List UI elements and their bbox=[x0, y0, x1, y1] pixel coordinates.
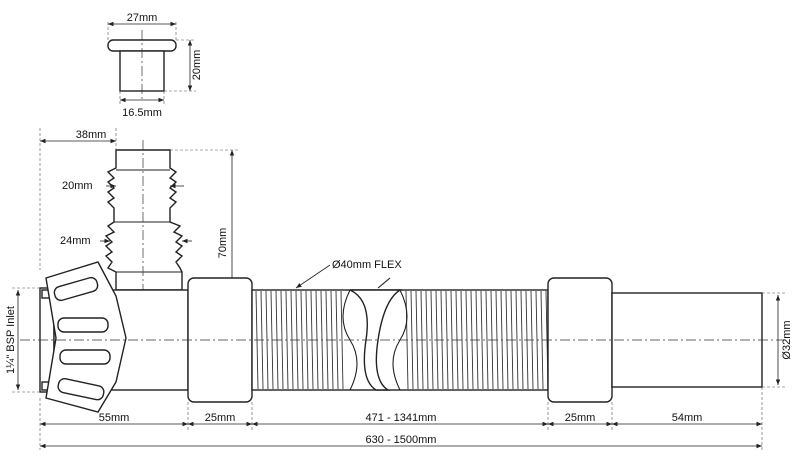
hose-rib bbox=[305, 290, 309, 390]
seg-flex-label: 471 - 1341mm bbox=[366, 412, 437, 424]
outlet-annotation: Ø32mm bbox=[762, 292, 793, 388]
hose-rib bbox=[430, 290, 434, 390]
spigot-20-label: 20mm bbox=[62, 180, 93, 192]
flex-label: Ø40mm FLEX bbox=[332, 259, 402, 271]
hose-rib bbox=[340, 290, 344, 390]
total-length-label: 630 - 1500mm bbox=[366, 434, 437, 446]
seg-55-label: 55mm bbox=[99, 412, 130, 424]
length-dimensions: 55mm 25mm 471 - 1341mm 25mm 54mm 630 - 1… bbox=[39, 387, 763, 450]
hose-rib bbox=[515, 290, 519, 390]
inlet-label: 1¼" BSP Inlet bbox=[5, 306, 17, 374]
cap-dimensions: 27mm 20mm 16.5mm bbox=[107, 12, 203, 119]
hose-rib bbox=[485, 290, 489, 390]
cap-inner-label: 16.5mm bbox=[122, 107, 162, 119]
flex-annotation: Ø40mm FLEX bbox=[295, 259, 402, 289]
seg-25a-label: 25mm bbox=[205, 412, 236, 424]
hose-rib bbox=[425, 290, 429, 390]
hose-rib bbox=[520, 290, 524, 390]
cap-part bbox=[107, 30, 177, 100]
hose-rib bbox=[480, 290, 484, 390]
seg-54-label: 54mm bbox=[672, 412, 703, 424]
spigot-24-label: 24mm bbox=[60, 235, 91, 247]
outlet-label: Ø32mm bbox=[781, 320, 793, 359]
spigot-offset-label: 38mm bbox=[76, 129, 107, 141]
seg-25b-label: 25mm bbox=[565, 412, 596, 424]
spigot-dimensions: 38mm 20mm 24mm 70mm bbox=[39, 128, 240, 340]
cap-height-label: 20mm bbox=[191, 50, 203, 81]
spigot-part bbox=[104, 140, 184, 300]
inlet-annotation: 1¼" BSP Inlet bbox=[5, 287, 40, 393]
hose-rib bbox=[335, 290, 339, 390]
hose-rib bbox=[300, 290, 304, 390]
spigot-height-label: 70mm bbox=[217, 228, 229, 259]
flex-hose bbox=[251, 277, 549, 391]
cap-width-label: 27mm bbox=[127, 12, 158, 24]
